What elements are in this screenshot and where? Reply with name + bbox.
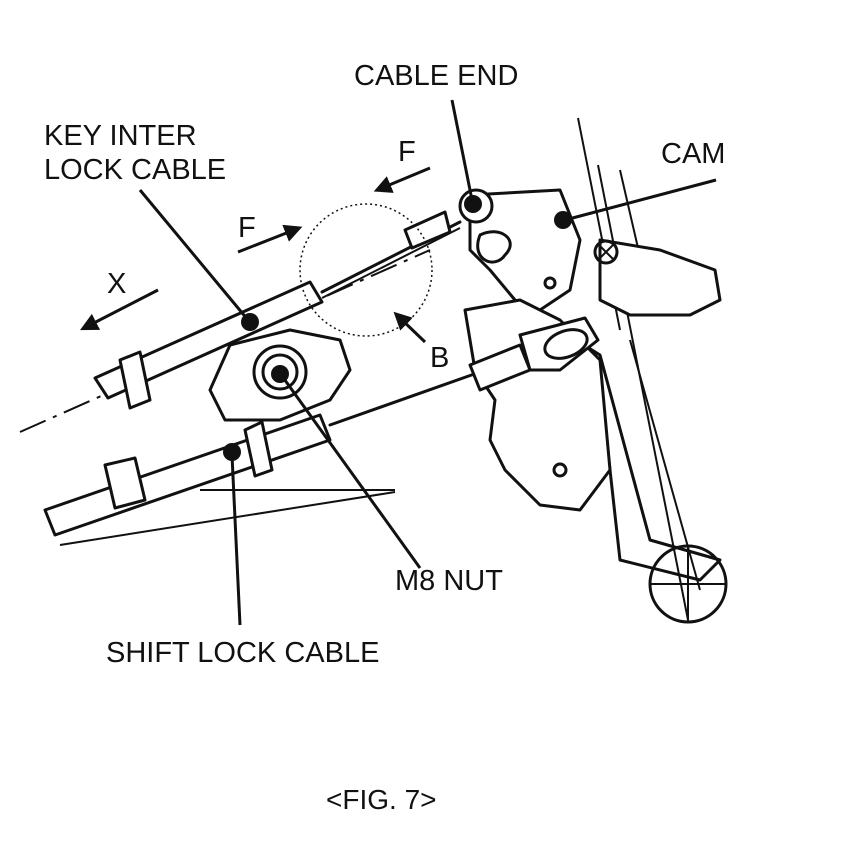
cable-end-callout-dot	[464, 195, 482, 213]
cam-label: CAM	[661, 138, 726, 170]
cable-end-leader	[450, 99, 474, 201]
key-interlock-cable-label: KEY INTER LOCK CABLE	[44, 120, 227, 186]
key-interlock-leader	[138, 189, 250, 321]
shift-lock-cable-label: SHIFT LOCK CABLE	[106, 637, 380, 669]
figure-caption: <FIG. 7>	[326, 784, 437, 815]
leader-lines	[138, 99, 717, 626]
mount-plate	[208, 328, 352, 422]
m8-nut-label: M8 NUT	[395, 565, 503, 597]
shift-lock-callout-dot	[223, 443, 241, 461]
key-interlock-cable	[93, 210, 462, 410]
cable-end-fitting	[458, 188, 494, 224]
direction-x-label: X	[107, 268, 127, 300]
force-f-lower-label: F	[238, 212, 256, 244]
center-line	[19, 249, 431, 433]
f-upper-arrow	[373, 166, 431, 193]
cam-leader	[564, 178, 717, 222]
m8-nut-leader	[280, 375, 422, 569]
shift-lock-leader	[230, 454, 242, 626]
direction-arrows	[79, 166, 431, 344]
bracket-plate	[463, 298, 612, 512]
x-arrow	[79, 288, 159, 331]
cam-callout-dot	[554, 211, 572, 229]
right-bracket	[593, 238, 722, 317]
shift-lock-cable	[43, 343, 532, 546]
detail-b-circle	[299, 203, 433, 337]
force-f-upper-label: F	[398, 136, 416, 168]
b-arrow	[393, 311, 427, 344]
f-lower-arrow	[237, 224, 303, 254]
cable-end-label: CABLE END	[354, 60, 519, 92]
detail-b-label: B	[430, 342, 450, 374]
